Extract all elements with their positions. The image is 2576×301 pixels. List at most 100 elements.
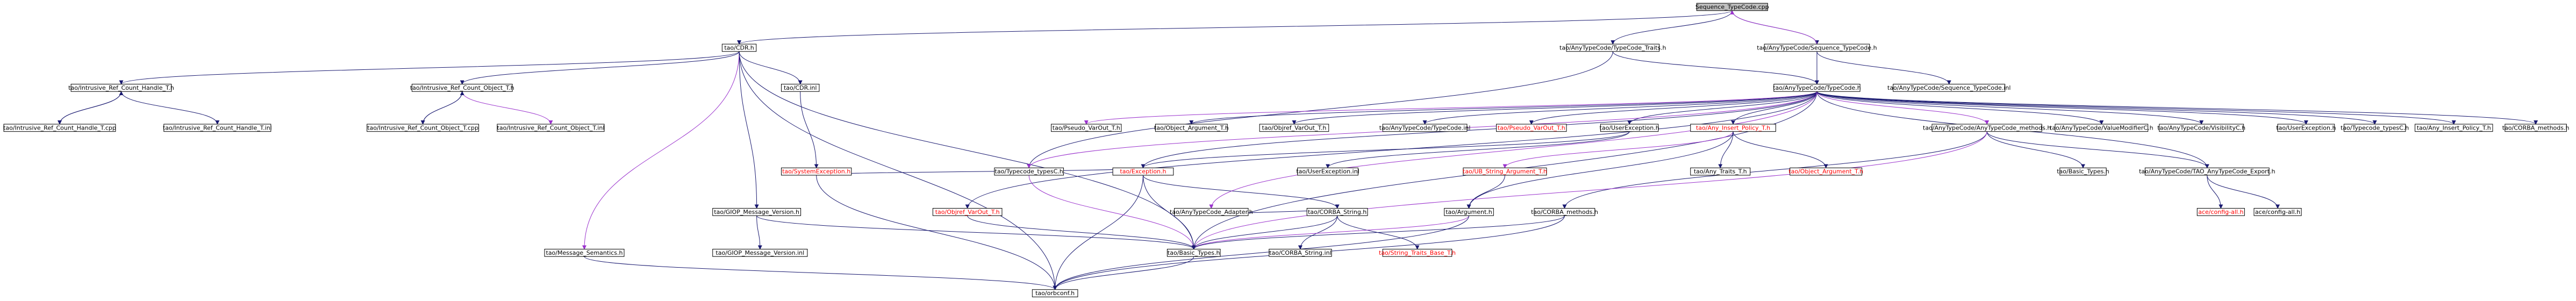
node-box [1112,167,1174,176]
include-edge [967,216,1196,250]
header-file-node[interactable]: tao/CORBA_methods.h [2502,124,2570,132]
root-file-node[interactable]: Sequence_TypeCode.cpp [1695,3,1769,11]
node-box [1690,167,1751,176]
header-file-node[interactable]: tao/AnyTypeCode/TypeCode.h [1773,84,1861,92]
node-box [1032,289,1078,297]
header-file-node[interactable]: tao/Pseudo_VarOut_T.h [1496,124,1567,132]
include-edge [1529,91,1817,125]
header-file-node[interactable]: tao/Intrusive_Ref_Count_Handle_T.inl [163,124,272,132]
header-file-node[interactable]: tao/UserException.inl [1296,167,1359,176]
header-file-node[interactable]: tao/Typecode_typesC.h [2341,124,2409,132]
header-file-node[interactable]: tao/UB_String_Argument_T.h [1463,167,1547,176]
include-edge [121,91,220,125]
header-file-node[interactable]: tao/AnyTypeCode_Adapter.h [1170,208,1253,216]
header-file-node[interactable]: tao/Exception.h [1112,167,1174,176]
node-box [781,84,820,92]
node-label: tao/AnyTypeCode/TypeCode.h [1773,84,1861,91]
header-file-node[interactable]: tao/AnyTypeCode/TAO_AnyTypeCode_Export.h [2139,167,2276,176]
node-label: tao/CDR.h [724,44,754,51]
header-file-node[interactable]: tao/String_Traits_Base_T.h [1379,249,1456,257]
include-edge [739,51,803,85]
header-file-node[interactable]: tao/AnyTypeCode/ValueModifierC.h [2050,124,2153,132]
node-box [544,249,625,257]
header-file-node[interactable]: tao/CORBA_String.h [1306,208,1368,216]
node-box [1269,249,1332,257]
include-edge [582,51,740,250]
node-box [1167,249,1221,257]
include-edge [1189,91,1817,125]
header-file-node[interactable]: ace/config-all.h [2253,208,2302,216]
header-file-node[interactable]: tao/CORBA_methods.h [1531,208,1598,216]
include-edge [1816,91,2204,125]
header-file-node[interactable]: tao/UserException.h [2276,124,2336,132]
node-box [712,249,808,257]
node-box [1155,124,1228,132]
header-file-node[interactable]: tao/Any_Insert_Policy_T.h [1690,124,1776,132]
header-file-node[interactable]: tao/Argument.h [1444,208,1494,216]
node-label: tao/AnyTypeCode/AnyTypeCode_methods.h [1923,124,2051,131]
include-edge [1298,216,1338,250]
node-box [70,84,172,92]
header-file-node[interactable]: tao/AnyTypeCode/VisibilityC.h [2157,124,2245,132]
header-file-node[interactable]: tao/AnyTypeCode/TypeCode_Traits.h [1559,44,1666,52]
header-file-node[interactable]: ace/config-all.h [2196,208,2245,216]
header-file-node[interactable]: tao/Message_Semantics.h [544,249,625,257]
node-label: tao/Exception.h [1120,168,1166,175]
node-box [2343,124,2406,132]
graph-nodes: Sequence_TypeCode.cpp tao/CDR.h tao/AnyTyp… [3,3,2570,297]
header-file-node[interactable]: tao/Object_Argument_T.h [1788,167,1863,176]
header-file-node[interactable]: tao/UserException.h [1600,124,1659,132]
include-edge [1611,10,1733,45]
include-edge [1422,91,1817,125]
header-file-node[interactable]: tao/Any_Traits_T.h [1690,167,1751,176]
header-file-node[interactable]: tao/AnyTypeCode/Sequence_TypeCode.h [1757,44,1877,52]
node-box [411,84,513,92]
node-label: tao/Pseudo_VarOut_T.h [1498,124,1565,131]
node-label: tao/GIOP_Message_Version.h [714,209,799,216]
header-file-node[interactable]: tao/Intrusive_Ref_Count_Object_T.cpp [367,124,480,132]
header-file-node[interactable]: tao/Objref_VarOut_T.h [1259,124,1329,132]
node-label: tao/AnyTypeCode/Sequence_TypeCode.h [1757,44,1877,51]
include-edge [1816,91,2308,125]
include-edge [1326,131,1630,169]
include-edge [2207,175,2223,209]
include-edge [1028,175,1196,250]
include-edge [1141,91,1817,169]
node-box [1931,124,2042,132]
include-edge [756,215,1196,250]
header-file-node[interactable]: tao/GIOP_Message_Version.inl [712,249,808,257]
header-file-node[interactable]: tao/Typecode_typesC.h [994,167,1064,176]
include-edge [756,216,762,250]
node-box [1444,208,1494,216]
include-edge [1141,131,1630,169]
node-label: tao/AnyTypeCode/TypeCode_Traits.h [1559,44,1666,51]
header-file-node[interactable]: tao/Any_Insert_Policy_T.h [2415,124,2493,132]
node-box [367,124,480,132]
header-file-node[interactable]: tao/CDR.h [721,44,757,52]
node-box [2253,208,2302,216]
include-edge [1053,256,1194,290]
node-label: tao/Intrusive_Ref_Count_Object_T.cpp [367,124,478,131]
header-file-node[interactable]: tao/AnyTypeCode/TypeCode.inl [1379,124,1471,132]
header-file-node[interactable]: tao/Object_Argument_T.h [1154,124,1229,132]
header-file-node[interactable]: tao/Intrusive_Ref_Count_Handle_T.h [68,84,174,92]
header-file-node[interactable]: tao/Intrusive_Ref_Count_Handle_T.cpp [3,124,116,132]
node-box [1297,167,1358,176]
header-file-node[interactable]: tao/Basic_Types.h [1167,249,1221,257]
include-edge [1502,131,1734,169]
node-box [1174,208,1249,216]
header-file-node[interactable]: tao/Intrusive_Ref_Count_Object_T.inl [497,124,605,132]
header-file-node[interactable]: tao/AnyTypeCode/Sequence_TypeCode.inl [1887,84,2010,92]
header-file-node[interactable]: tao/GIOP_Message_Version.h [712,208,802,216]
header-file-node[interactable]: tao/SystemException.h [781,167,852,176]
include-edge [1731,91,1817,125]
header-file-node[interactable]: tao/CORBA_String.inl [1269,249,1332,257]
header-file-node[interactable]: tao/Objref_VarOut_T.h [932,208,1003,216]
header-file-node[interactable]: tao/orbconf.h [1032,289,1078,297]
node-label: tao/Any_Insert_Policy_T.h [2417,124,2491,131]
header-file-node[interactable]: tao/AnyTypeCode/AnyTypeCode_methods.h [1923,124,2051,132]
header-file-node[interactable]: tao/CDR.inl [781,84,820,92]
header-file-node[interactable]: tao/Basic_Types.h [2057,167,2109,176]
header-file-node[interactable]: tao/Pseudo_VarOut_T.h [1051,124,1122,132]
header-file-node[interactable]: tao/Intrusive_Ref_Count_Object_T.h [410,84,514,92]
